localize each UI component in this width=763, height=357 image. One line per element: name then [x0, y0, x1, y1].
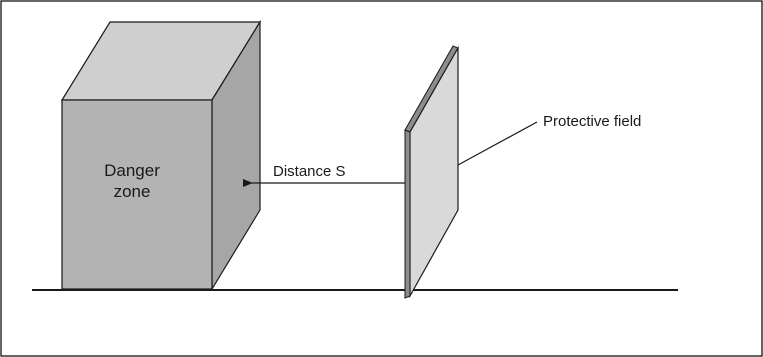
protective-field-panel	[404, 45, 459, 299]
danger-zone-label-line1: Danger	[104, 161, 160, 180]
protective-field-label: Protective field	[543, 113, 641, 130]
distance-label: Distance S	[273, 163, 346, 180]
panel-thickness	[404, 129, 411, 299]
cube-front-face	[61, 99, 213, 290]
protective-field-leader	[457, 121, 538, 166]
danger-zone-cube: Danger zone	[60, 19, 262, 292]
danger-zone-label-line2: zone	[114, 182, 151, 201]
